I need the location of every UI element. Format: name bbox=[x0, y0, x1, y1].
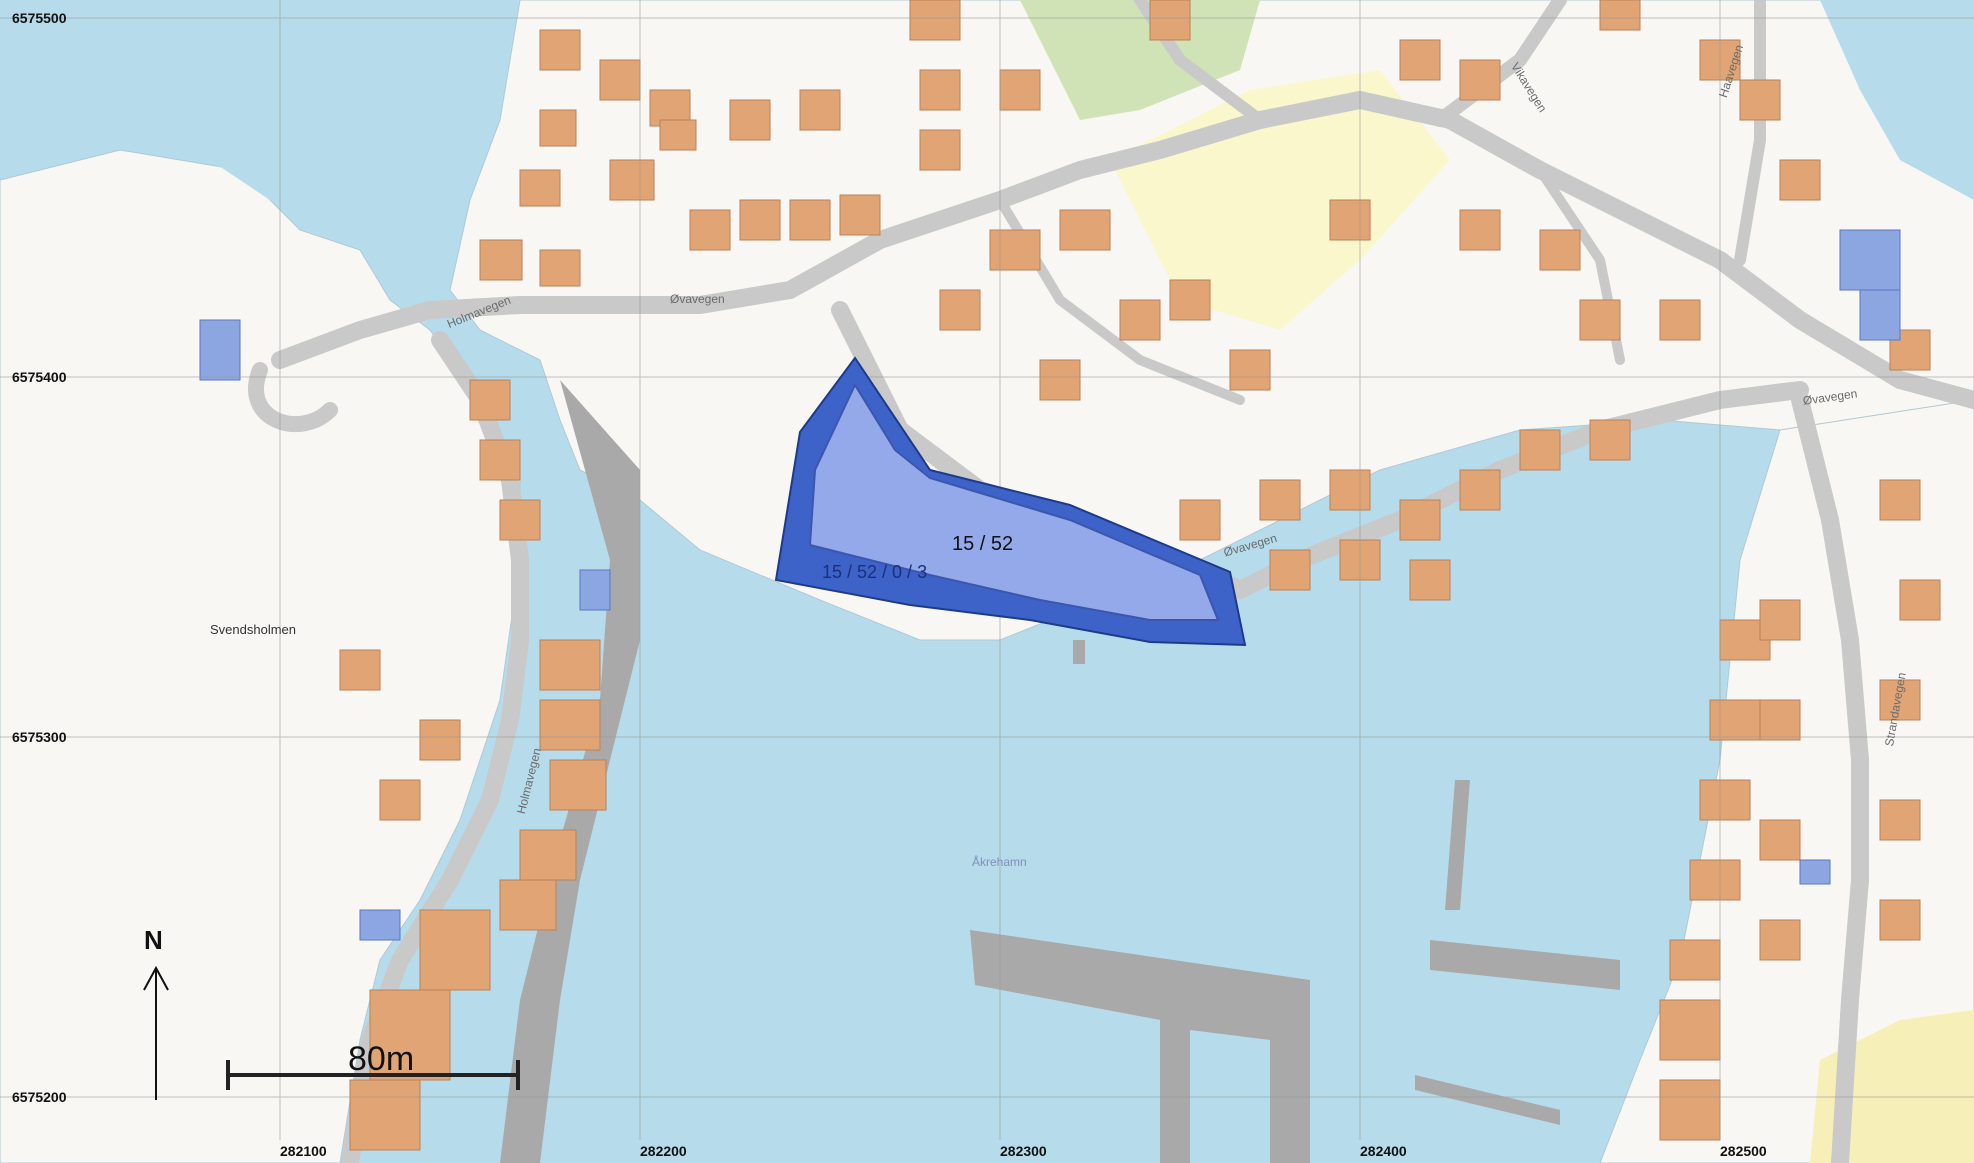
buildings bbox=[339, 0, 1941, 1151]
piers bbox=[500, 380, 1620, 1163]
parcel-label-main: 15 / 52 bbox=[952, 533, 1014, 555]
scale-label: 80m bbox=[348, 1040, 415, 1078]
label-svendsholmen: Svendsholmen bbox=[210, 622, 296, 637]
parcel-15-52[interactable] bbox=[808, 382, 1220, 621]
north-arrow bbox=[143, 965, 169, 1100]
scale-bar bbox=[226, 1060, 520, 1090]
coord-x-282200: 282200 bbox=[640, 1143, 687, 1159]
park-green bbox=[1020, 0, 1260, 120]
parcel-label-sub: 15 / 52 / 0 / 3 bbox=[822, 562, 928, 582]
pier-narrow-2[interactable] bbox=[1415, 1075, 1560, 1125]
north-label: N bbox=[144, 925, 163, 955]
pier-stub[interactable] bbox=[1073, 640, 1085, 664]
coord-y-6575500: 6575500 bbox=[12, 10, 67, 26]
road-strandavegen[interactable] bbox=[1791, 391, 1869, 1163]
road-loop[interactable] bbox=[248, 362, 338, 433]
pier-south[interactable] bbox=[970, 930, 1310, 1163]
label-ovavegen-west: Øvavegen bbox=[670, 292, 725, 306]
coord-y-6575200: 6575200 bbox=[12, 1089, 67, 1105]
coord-y-6575300: 6575300 bbox=[12, 729, 67, 745]
inlet-ne bbox=[1820, 0, 1974, 200]
road-ovavegen[interactable] bbox=[271, 91, 1974, 409]
coord-x-282500: 282500 bbox=[1720, 1143, 1767, 1159]
pier-east[interactable] bbox=[1430, 940, 1620, 990]
coord-x-282400: 282400 bbox=[1360, 1143, 1407, 1159]
quay-west[interactable] bbox=[500, 380, 640, 1163]
pier-narrow-1[interactable] bbox=[1445, 780, 1470, 910]
coord-y-6575400: 6575400 bbox=[12, 369, 67, 385]
inlet-nw bbox=[0, 0, 520, 250]
label-akrehamn: Åkrehamn bbox=[972, 855, 1027, 869]
coord-x-282300: 282300 bbox=[1000, 1143, 1047, 1159]
public-buildings bbox=[199, 229, 1901, 941]
coord-x-282100: 282100 bbox=[280, 1143, 327, 1159]
road-north-2[interactable] bbox=[1734, 0, 1766, 266]
